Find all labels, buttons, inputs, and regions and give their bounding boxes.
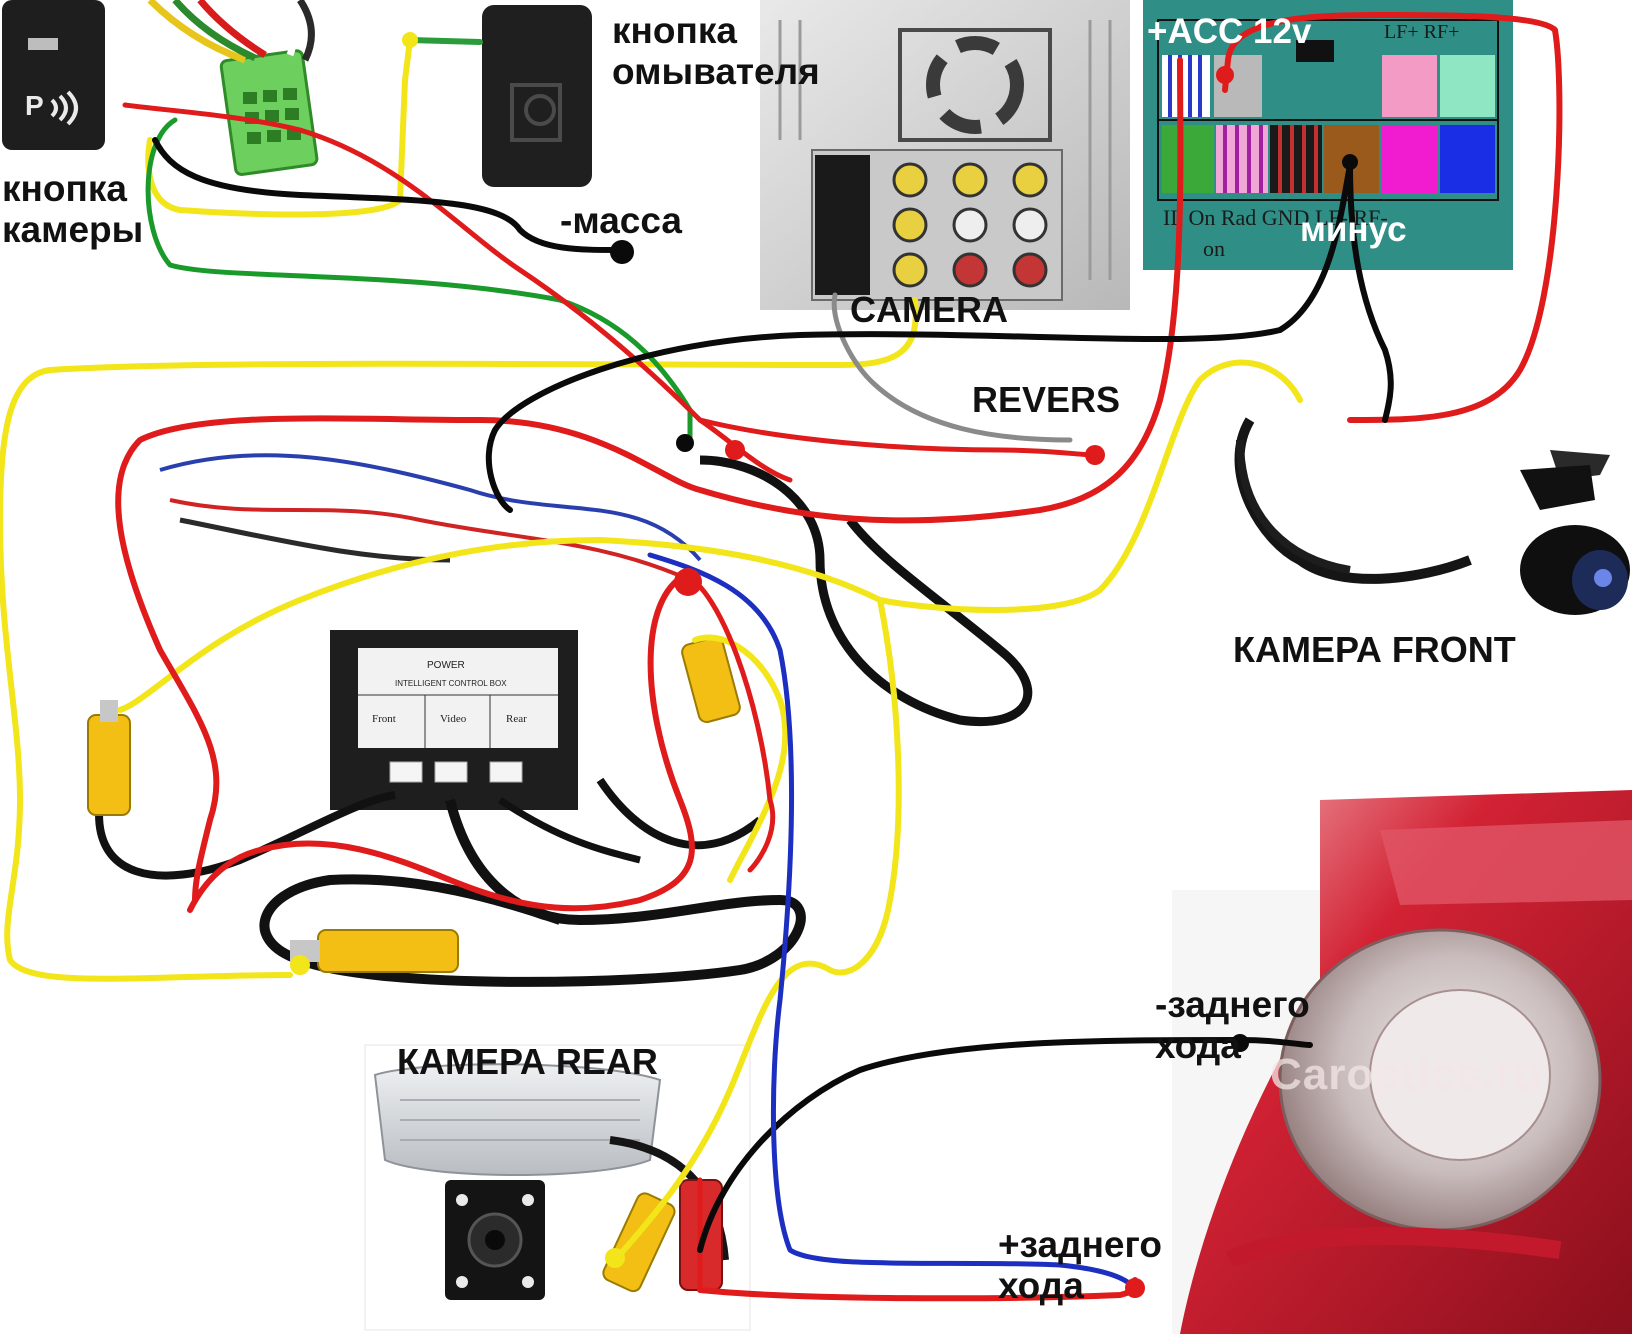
label-camera-button: кнопка камеры — [2, 168, 144, 251]
pinout-top-row: LF+ RF+ — [1384, 21, 1459, 43]
head-unit-photo — [760, 0, 1130, 310]
control-box-title: INTELLIGENT CONTROL BOX — [395, 679, 507, 688]
tail-lamp-photo — [1172, 790, 1632, 1334]
label-minus: минус — [1300, 210, 1407, 249]
watermark: Caroptics.ru — [1270, 1050, 1542, 1099]
control-box-port-rear: Rear — [506, 713, 527, 725]
washer-button-photo — [482, 5, 592, 187]
label-revers: REVERS — [972, 379, 1121, 420]
green-connector — [147, 0, 319, 177]
red-wire-revers — [697, 417, 1098, 458]
rca-jacks — [892, 162, 1048, 288]
label-ground: -масса — [560, 200, 682, 241]
wiring-overlay — [0, 12, 1563, 1302]
yellow-wire-loop-center — [117, 537, 902, 1263]
control-box-port-front: Front — [372, 713, 396, 725]
label-acc: +ACC 12v — [1147, 12, 1312, 51]
yellow-wire-washer — [407, 37, 483, 45]
red-wire-main — [115, 57, 1184, 903]
black-wire-reverse-minus — [697, 1037, 1313, 1253]
black-wire-minus — [485, 162, 1353, 513]
label-reverse-minus: -заднего хода — [1155, 984, 1310, 1067]
control-box-port-video: Video — [440, 713, 467, 725]
svg-text:P: P — [25, 90, 44, 121]
rear-camera-photo — [364, 1044, 751, 1331]
red-wire-rear — [682, 572, 776, 873]
black-wire-front-minus — [1347, 162, 1394, 423]
label-camera-input: CAMERA — [850, 289, 1008, 330]
front-camera-photo — [1234, 417, 1630, 615]
green-wire — [145, 117, 693, 443]
pinout-bottom-row-extra: on — [1203, 236, 1225, 261]
connector-pinout-table: LF+ RF+ IL On Rad GND LF- RF- on — [1143, 0, 1513, 270]
red-wire-acc — [1222, 12, 1563, 423]
control-box-power: POWER — [427, 660, 465, 671]
camera-button-photo: P — [2, 0, 105, 150]
label-camera-rear: КАМЕРА REAR — [397, 1041, 658, 1082]
control-box-photo: POWER INTELLIGENT CONTROL BOX Front Vide… — [159, 453, 702, 810]
red-wire-camera-button — [122, 102, 793, 483]
blue-wire-reverse-plus — [647, 552, 1138, 1293]
yellow-wire-rear-plug — [692, 634, 789, 883]
yellow-wire-loop-left — [0, 297, 919, 982]
label-reverse-plus: +заднего хода — [998, 1224, 1163, 1307]
black-wire-ground — [152, 137, 623, 253]
label-camera-front: КАМЕРА FRONT — [1233, 629, 1516, 670]
yellow-wire-front — [877, 359, 1303, 613]
red-wire-box-loop — [187, 572, 695, 913]
label-washer-button: кнопка омывателя — [612, 10, 820, 93]
gray-wire-revers — [831, 292, 1073, 443]
